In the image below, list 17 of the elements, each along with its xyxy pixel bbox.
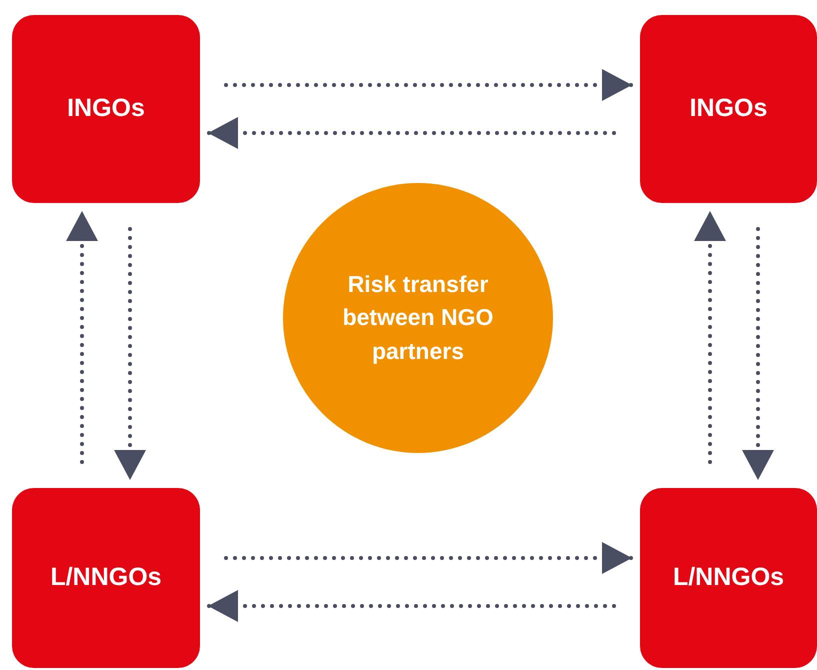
organization-label: L/NNGOs [672, 562, 784, 594]
dotted-arrow [66, 209, 98, 464]
organization-label: L/NNGOs [50, 562, 162, 594]
dotted-arrow [206, 117, 616, 149]
dotted-arrow [224, 69, 634, 101]
organization-box [12, 488, 200, 668]
organization-box [640, 488, 817, 668]
topic-label: Risk transfer between NGO partners [342, 270, 494, 366]
dotted-arrow [694, 209, 726, 464]
dotted-arrow [224, 542, 634, 574]
organization-box [640, 15, 817, 203]
organization-label: INGOs [690, 93, 768, 124]
dotted-arrow [742, 227, 774, 482]
organization-box [12, 15, 200, 203]
dotted-arrow [114, 227, 146, 482]
organization-label: INGOs [67, 93, 145, 124]
dotted-arrow [206, 590, 616, 622]
